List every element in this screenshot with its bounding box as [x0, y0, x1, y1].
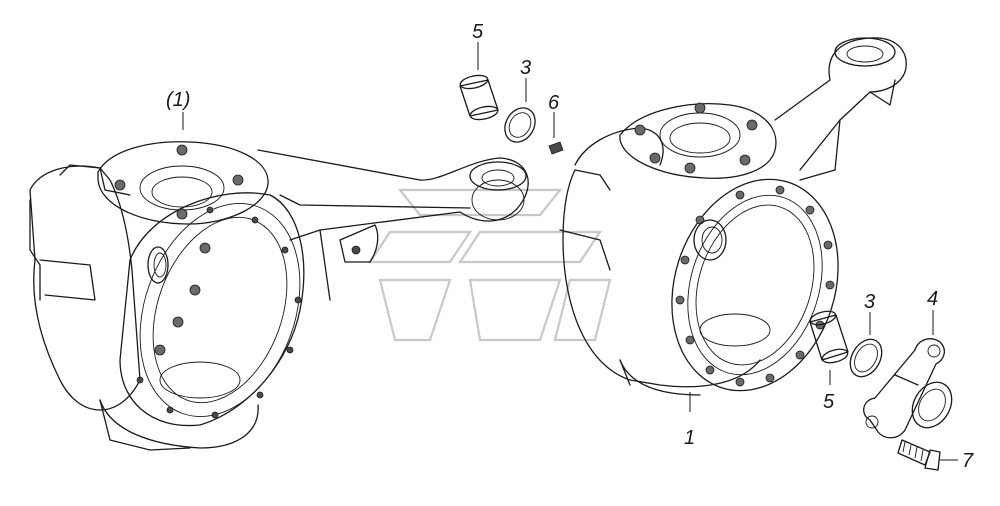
seal-ring-top	[504, 107, 536, 143]
steering-knuckle-left	[29, 141, 529, 451]
grease-fitting	[548, 141, 564, 155]
watermark-logo	[367, 188, 612, 342]
seal-ring-bottom	[849, 338, 883, 378]
bushing-cover	[863, 338, 953, 439]
callout-5-bottom: 5	[823, 391, 835, 413]
hex-bolt	[897, 439, 941, 471]
callout-leaders	[182, 42, 958, 461]
callout-6: 6	[548, 92, 560, 114]
bushing-bottom	[809, 310, 849, 364]
callout-3-bottom: 3	[864, 291, 875, 313]
callout-5-top: 5	[472, 21, 484, 43]
callout-4: 4	[927, 288, 938, 310]
callout-7: 7	[962, 450, 974, 472]
callout-1: 1	[684, 427, 695, 449]
steering-knuckle-right	[559, 37, 907, 396]
callout-3-top: 3	[520, 57, 531, 79]
bushing-top	[459, 74, 499, 121]
callout-1-ref: (1)	[166, 89, 190, 111]
